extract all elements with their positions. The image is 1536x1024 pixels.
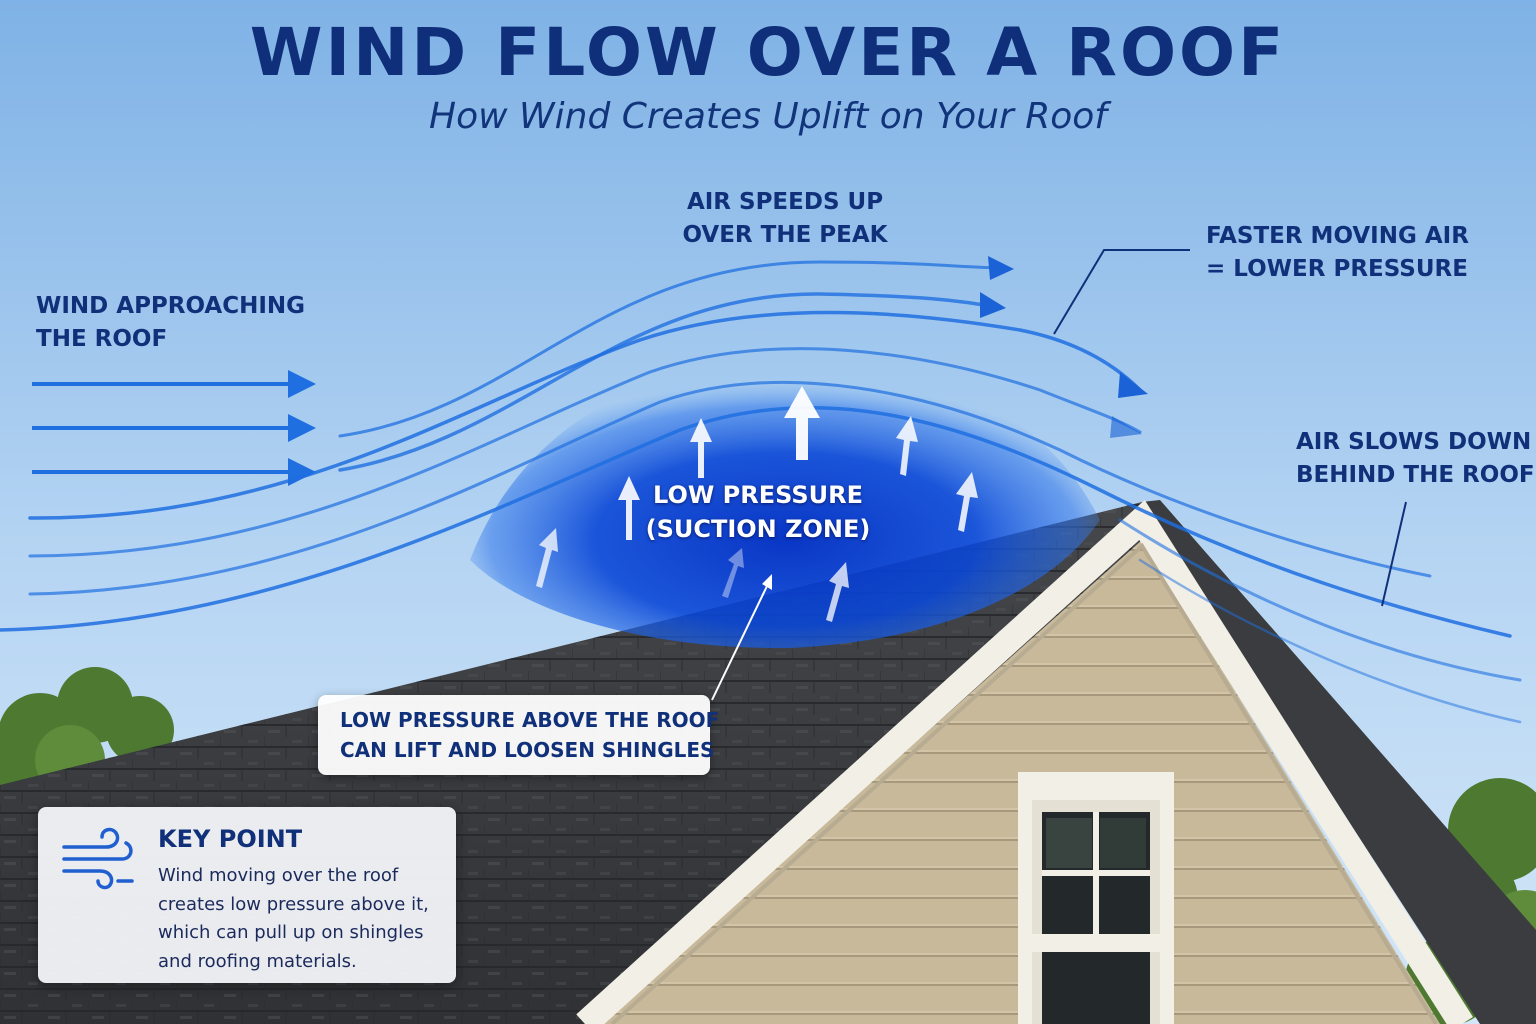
wind-approaching-line-1: WIND APPROACHING [36,293,306,319]
air-speeds-up-line-2: OVER THE PEAK [682,222,888,248]
faster-air-label: FASTER MOVING AIR = LOWER PRESSURE [1206,220,1469,286]
page-subtitle: How Wind Creates Uplift on Your Roof [429,96,1107,137]
faster-air-line-1: FASTER MOVING AIR [1206,223,1469,249]
suction-zone-line-2: (SUCTION ZONE) [645,515,871,543]
key-point-box: KEY POINT Wind moving over the roof crea… [38,807,456,983]
wind-approaching-label: WIND APPROACHING THE ROOF [36,290,305,356]
air-slows-line-1: AIR SLOWS DOWN [1296,429,1532,455]
gable-trim-shadow [610,542,1438,1024]
air-slows-label: AIR SLOWS DOWN BEHIND THE ROOF [1296,426,1535,492]
suction-zone-label: LOW PRESSURE (SUCTION ZONE) [640,478,876,546]
air-speeds-up-label: AIR SPEEDS UP OVER THE PEAK [640,186,930,252]
roof-right-edge [1142,500,1536,1024]
callout-line-1: LOW PRESSURE ABOVE THE ROOF [340,708,720,732]
air-slows-line-2: BEHIND THE ROOF [1296,462,1535,488]
streamline-arrowheads [980,256,1148,438]
gable-trim [576,500,1473,1024]
key-point-heading: KEY POINT [158,825,303,853]
callout-line-2: CAN LIFT AND LOOSEN SHINGLES [340,738,715,762]
wind-approaching-line-2: THE ROOF [36,326,168,352]
airflow-streamlines [0,260,1522,724]
air-speeds-up-line-1: AIR SPEEDS UP [686,189,884,215]
key-point-body: Wind moving over the roof creates low pr… [158,865,429,972]
faster-air-line-2: = LOWER PRESSURE [1206,256,1468,282]
leader-lines [1053,249,1407,607]
uplift-arrows [536,386,978,622]
callout-text: LOW PRESSURE ABOVE THE ROOF CAN LIFT AND… [340,705,719,765]
wind-icon [62,827,134,890]
attic-window [1018,772,1174,1024]
suction-zone-line-1: LOW PRESSURE [653,481,863,509]
suction-zone [470,361,1100,649]
callout-pointer [711,574,772,701]
shingle-lift-callout: LOW PRESSURE ABOVE THE ROOF CAN LIFT AND… [318,695,719,775]
page-title: WIND FLOW OVER A ROOF [249,14,1287,91]
